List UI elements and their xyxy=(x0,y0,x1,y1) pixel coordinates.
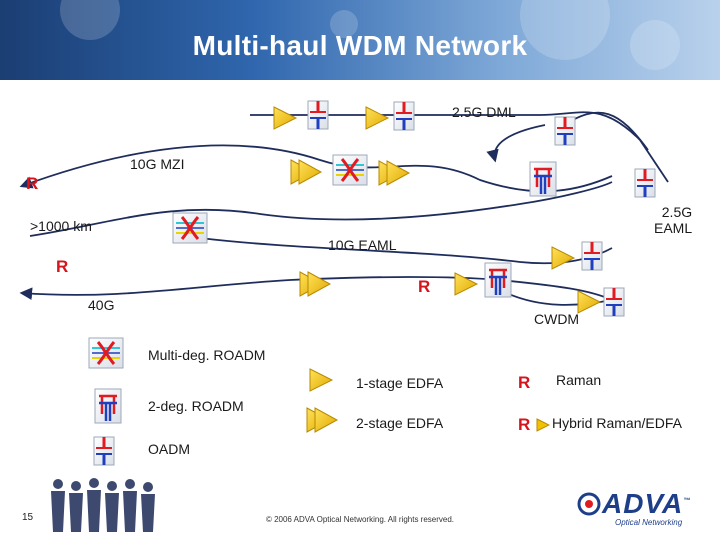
people-silhouettes-image xyxy=(51,478,155,532)
raman-amplifier-icon: R xyxy=(56,257,69,276)
page-number: 15 xyxy=(22,512,34,523)
adva-logo-word: ADVA™ xyxy=(602,488,692,519)
adva-logo-subtitle: Optical Networking xyxy=(615,518,683,527)
oadm-icon xyxy=(633,167,657,199)
label-distance: >1000 km xyxy=(30,218,92,234)
raman-amplifier-icon: R xyxy=(26,174,39,193)
legend-2-degree-roadm-label: 2-deg. ROADM xyxy=(148,398,244,414)
roadm-multi-degree-icon xyxy=(331,153,369,187)
fiber-lower xyxy=(19,276,613,301)
oadm-icon xyxy=(306,99,330,131)
fiber-cwdm xyxy=(499,289,613,306)
oadm-icon xyxy=(553,115,577,147)
banner-bubble xyxy=(330,10,358,38)
label-40g: 40G xyxy=(88,297,115,313)
legend-2-degree-roadm-icon xyxy=(93,387,123,425)
legend-hybrid-raman-icon: R xyxy=(518,415,531,434)
page-title: Multi-haul WDM Network xyxy=(192,30,528,61)
label-10g-mzi: 10G MZI xyxy=(130,156,185,172)
adva-logo: ADVA™ Optical Networking xyxy=(575,488,705,528)
fiber-dml-return xyxy=(486,124,546,163)
legend-1-stage-edfa-icon xyxy=(309,368,333,392)
edfa-1-stage-icon xyxy=(454,272,478,296)
fiber-eaml xyxy=(199,237,613,265)
legend-oadm-label: OADM xyxy=(148,441,190,457)
legend-2-stage-edfa-label: 2-stage EDFA xyxy=(356,415,444,431)
roadm-multi-degree-icon xyxy=(171,211,209,245)
legend-2-stage-edfa-icon xyxy=(306,407,338,433)
legend-oadm-icon xyxy=(92,435,116,467)
oadm-icon xyxy=(580,240,604,272)
roadm-2-degree-icon xyxy=(528,160,558,198)
fiber-mid xyxy=(29,181,613,237)
copyright-text: © 2006 ADVA Optical Networking. All righ… xyxy=(265,515,455,524)
label-cwdm: CWDM xyxy=(534,311,580,327)
legend-multi-degree-roadm-icon xyxy=(87,336,125,370)
raman-amplifier-icon: R xyxy=(418,277,431,296)
roadm-2-degree-icon xyxy=(483,261,513,299)
oadm-icon xyxy=(602,286,626,318)
banner-bubble xyxy=(630,20,680,70)
legend-raman-icon: R xyxy=(518,373,531,392)
title-banner: Multi-haul WDM Network xyxy=(0,0,720,80)
legend-raman-label: Raman xyxy=(556,372,602,388)
adva-logo-mark-icon xyxy=(577,492,601,516)
fiber-top xyxy=(19,144,613,193)
legend-hybrid-label: Hybrid Raman/EDFA xyxy=(552,415,682,431)
label-2-5g-dml: 2.5G DML xyxy=(452,104,516,120)
label-2-5g-eaml: 2.5G EAML xyxy=(654,204,693,236)
legend-hybrid-amp-icon xyxy=(536,418,550,432)
edfa-2-stage-icon xyxy=(290,159,322,185)
legend-multi-degree-roadm-label: Multi-deg. ROADM xyxy=(148,347,266,363)
oadm-icon xyxy=(392,100,416,132)
label-10g-eaml: 10G EAML xyxy=(328,237,397,253)
edfa-1-stage-icon xyxy=(365,106,389,130)
edfa-2-stage-icon xyxy=(299,271,331,297)
legend-1-stage-edfa-label: 1-stage EDFA xyxy=(356,375,444,391)
edfa-1-stage-icon xyxy=(551,246,575,270)
edfa-2-stage-icon xyxy=(378,160,410,186)
fiber-dml-loop xyxy=(250,111,669,183)
edfa-1-stage-icon xyxy=(273,106,297,130)
